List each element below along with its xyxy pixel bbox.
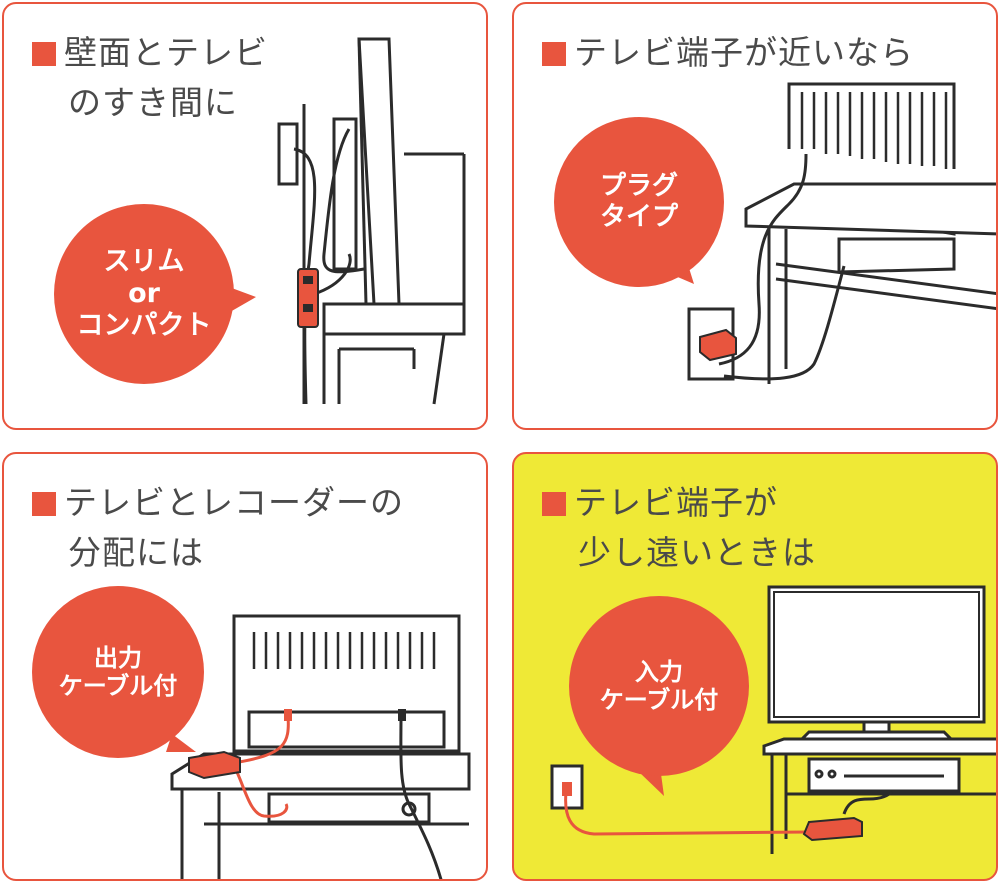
recorder-split-illustration (166, 614, 471, 879)
panel-wall-gap: 壁面とテレビ のすき間に スリム or コンパクト (2, 2, 488, 430)
heading-line2: 少し遠いときは (578, 533, 816, 572)
speech-bubble: 入力 ケーブル付 (569, 596, 749, 776)
bubble-line1: 入力 (635, 657, 683, 686)
speech-bubble: スリム or コンパクト (54, 204, 234, 384)
heading-line2: のすき間に (68, 83, 238, 122)
panel-far-terminal: テレビ端子が 少し遠いときは 入力 ケーブル付 (512, 452, 998, 881)
bubble-line2: ケーブル付 (58, 672, 178, 700)
bubble-line1: 出力 (94, 643, 142, 672)
wall-gap-illustration (229, 37, 466, 405)
square-marker-icon (542, 492, 566, 516)
bubble-line2: ケーブル付 (599, 686, 719, 714)
far-terminal-illustration (550, 585, 996, 854)
square-marker-icon (32, 42, 56, 66)
square-marker-icon (542, 42, 566, 66)
square-marker-icon (32, 492, 56, 516)
bubble-line2: タイプ (599, 202, 678, 232)
speech-bubble: 出力 ケーブル付 (32, 586, 204, 758)
heading-line1: テレビ端子が (574, 483, 778, 522)
heading-line2: 分配には (68, 533, 204, 572)
bubble-line1: プラグ (599, 171, 678, 202)
heading-line1: 壁面とテレビ (64, 33, 268, 72)
heading-line1: テレビ端子が近いなら (574, 33, 914, 72)
plug-type-illustration (666, 82, 996, 384)
panel-recorder-split: テレビとレコーダーの 分配には 出力 ケーブル付 (2, 452, 488, 881)
panel-plug-type: テレビ端子が近いなら プラグ タイプ (512, 2, 998, 430)
panel-heading: 壁面とテレビ のすき間に (32, 28, 268, 128)
panel-heading: テレビ端子が近いなら (542, 28, 914, 78)
bubble-line3: コンパクト (76, 309, 212, 341)
speech-bubble: プラグ タイプ (554, 117, 724, 287)
heading-line1: テレビとレコーダーの (64, 483, 404, 522)
bubble-line1: スリム (103, 246, 185, 278)
panel-heading: テレビとレコーダーの 分配には (32, 478, 404, 578)
bubble-line2: or (128, 278, 160, 310)
panel-heading: テレビ端子が 少し遠いときは (542, 478, 816, 578)
